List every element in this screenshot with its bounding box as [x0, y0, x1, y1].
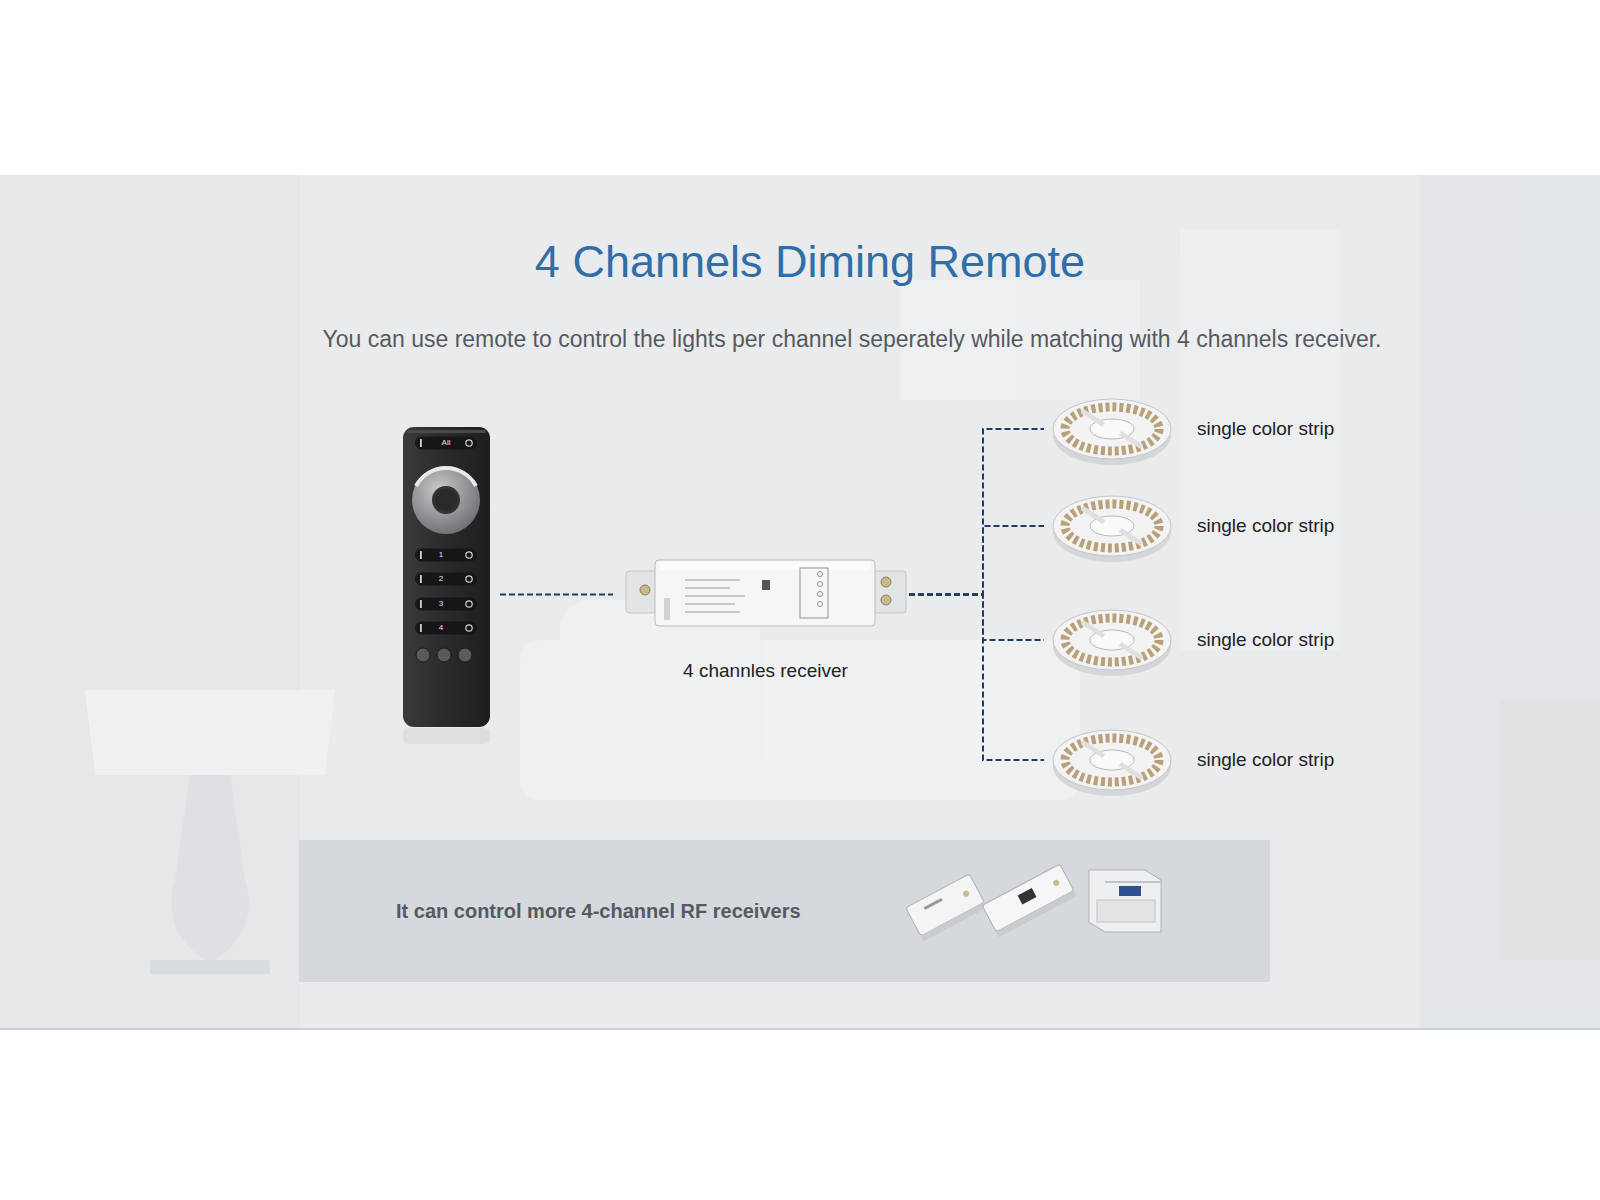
- remote-control: All 1 2 3 4: [403, 427, 490, 727]
- receiver-thumbnails: [906, 864, 1161, 941]
- dashed-connector: [500, 594, 613, 596]
- receiver-illustration: [626, 560, 906, 626]
- subtitle-note: You can use remote to control the lights…: [322, 326, 1381, 353]
- led-strip: single color strip: [1051, 605, 1343, 675]
- band-text: It can control more 4-channel RF receive…: [396, 900, 801, 923]
- dashed-connector: [909, 595, 1044, 641]
- button-label: 4: [439, 624, 443, 632]
- button-label: 3: [439, 600, 443, 608]
- remote-illustration: [403, 427, 490, 744]
- info-band: It can control more 4-channel RF receive…: [299, 840, 1270, 982]
- led-strip: single color strip: [1051, 491, 1343, 561]
- info-band: [299, 840, 1270, 982]
- dashed-connector: [909, 595, 1044, 761]
- room-photo: [0, 175, 1600, 1028]
- led-strip: single color strip: [1051, 394, 1343, 464]
- button-label: 1: [439, 551, 443, 559]
- strip-label: single color strip: [1197, 515, 1334, 537]
- receiver-caption: 4 channles receiver: [683, 660, 848, 682]
- room-ground: [0, 175, 1600, 1028]
- led-strip: single color strip: [1051, 725, 1343, 795]
- led-strip-reels: [1053, 399, 1171, 796]
- button-label: 2: [439, 575, 443, 583]
- page-title: 4 Channels Diming Remote: [535, 236, 1085, 288]
- strip-label: single color strip: [1197, 629, 1334, 651]
- receiver-box: 4 channles receiver: [625, 556, 906, 633]
- dashed-connector: [909, 526, 1044, 595]
- dashed-connector: [909, 429, 1044, 595]
- strip-label: single color strip: [1197, 749, 1334, 771]
- button-label: All: [442, 439, 451, 447]
- strip-label: single color strip: [1197, 418, 1334, 440]
